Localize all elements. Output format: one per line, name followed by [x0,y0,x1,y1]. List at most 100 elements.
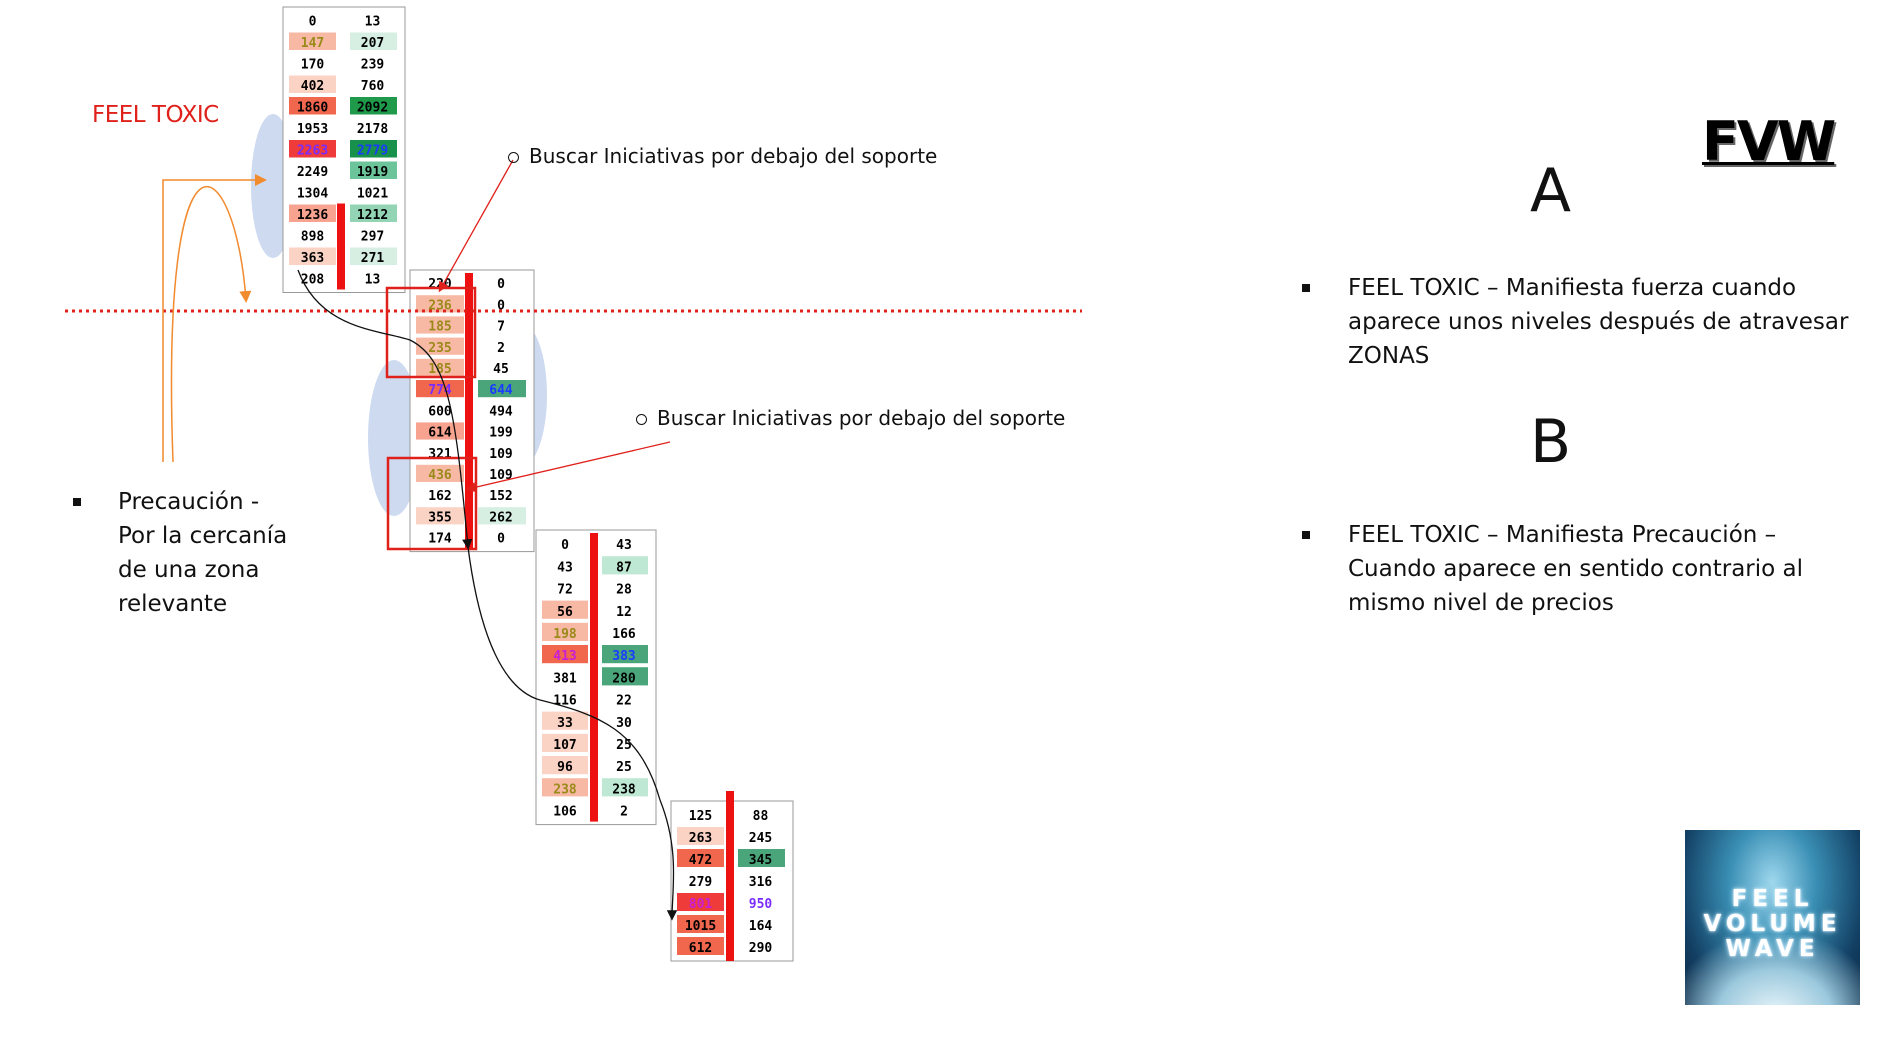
precaucion-line: Por la cercanía [118,523,288,549]
bid-volume: 1236 [297,208,328,223]
bid-cell-bg [677,849,724,867]
ask-cell-bg [350,204,397,222]
ask-volume: 1919 [357,165,388,180]
bid-cell-bg [416,358,464,376]
bid-volume: 2249 [297,165,328,180]
red-pointer-line-1 [438,159,514,293]
bid-volume: 321 [428,447,452,462]
bid-cell-bg [416,337,464,355]
point-b-text: FEEL TOXIC – Manifiesta Precaución – Cua… [1348,518,1803,620]
ask-volume: 245 [749,831,772,846]
bid-cell-bg [289,204,336,222]
point-a-line: ZONAS [1348,343,1430,369]
bid-volume: 235 [428,341,451,356]
buscar-text-1: Buscar Iniciativas por debajo del soport… [529,144,938,168]
ask-volume: 0 [497,277,505,292]
ask-cell-bg [478,507,526,525]
bid-volume: 170 [301,58,325,73]
ask-volume: 207 [361,36,384,51]
ask-volume: 345 [749,853,772,868]
ask-volume: 22 [616,694,632,709]
bid-volume: 107 [553,738,576,753]
point-a-line: aparece unos niveles después de atravesa… [1348,309,1849,335]
bid-cell-bg [542,645,588,664]
ask-volume: 25 [616,760,632,775]
bid-volume: 106 [553,805,577,820]
bid-volume: 1015 [685,919,716,934]
bid-volume: 96 [557,760,573,775]
ask-volume: 280 [612,671,636,686]
ask-volume: 2092 [357,101,388,116]
ask-volume: 28 [616,583,632,598]
square-bullet-icon [1302,284,1310,292]
bid-volume: 381 [553,671,577,686]
ask-volume: 316 [749,875,773,890]
point-b-line: Cuando aparece en sentido contrario al [1348,556,1804,582]
ask-volume: 1021 [357,187,388,202]
bid-volume: 1953 [297,122,328,137]
ask-volume: 271 [361,251,385,266]
bid-cell-bg [289,97,336,115]
bid-volume: 898 [301,230,325,245]
point-a-line: FEEL TOXIC – Manifiesta fuerza cuando [1348,275,1797,301]
bid-volume: 1304 [297,187,328,202]
ask-volume: 2178 [357,122,388,137]
ask-cell-bg [350,140,397,158]
bid-volume: 72 [557,583,573,598]
orange-arrow-curve [170,185,252,463]
red-highlight-box-1 [385,286,477,379]
bid-volume: 2263 [297,144,328,159]
bid-volume: 33 [557,716,573,731]
ask-volume: 0 [497,532,505,547]
ask-volume: 950 [749,897,773,912]
bid-volume: 614 [428,426,452,441]
buscar-label-1: Buscar Iniciativas por debajo del soport… [508,144,937,168]
point-b-line: FEEL TOXIC – Manifiesta Precaución – [1348,522,1777,548]
bid-cell-bg [289,247,336,265]
price-path-curve-1 [297,269,473,550]
poc-red-bar [726,791,734,961]
ask-volume: 164 [749,919,773,934]
point-b-line: mismo nivel de precios [1348,590,1614,616]
ask-volume: 43 [616,538,632,553]
bid-volume: 355 [428,510,451,525]
square-bullet-icon [1302,531,1310,539]
ask-volume: 166 [612,627,636,642]
ask-cell-bg [738,849,785,867]
bid-cell-bg [677,937,724,955]
bid-volume: 162 [428,489,451,504]
bid-cell-bg [289,32,336,50]
ask-volume: 494 [489,404,513,419]
bid-cell-bg [542,778,588,797]
ask-volume: 13 [365,15,381,30]
ask-cell-bg [602,667,648,686]
ask-cell-bg [350,161,397,179]
ask-volume: 152 [489,489,512,504]
bid-cell-bg [289,75,336,93]
bid-cell-bg [416,380,464,398]
letter-b: B [1530,407,1572,477]
precaucion-line: relevante [118,591,228,617]
bid-volume: 363 [301,251,324,266]
ask-cell-bg [350,247,397,265]
poc-red-bar [337,203,345,290]
thumbnail-wave [1685,935,1860,1005]
bid-volume: 0 [309,15,317,30]
bid-volume: 472 [689,853,712,868]
ask-cell-bg [602,778,648,797]
ask-volume: 644 [489,383,513,398]
red-highlight-box-2 [386,456,478,551]
orange-arrow-vertical [162,174,267,462]
bid-volume: 125 [689,809,712,824]
ask-volume: 2779 [357,144,388,159]
thumb-line: WAVE [1725,936,1820,962]
bid-cell-bg [542,600,588,619]
bid-cell-bg [416,464,464,482]
poc-red-bar [465,273,473,549]
bid-cell-bg [416,507,464,525]
buscar-label-2: Buscar Iniciativas por debajo del soport… [636,406,1065,430]
